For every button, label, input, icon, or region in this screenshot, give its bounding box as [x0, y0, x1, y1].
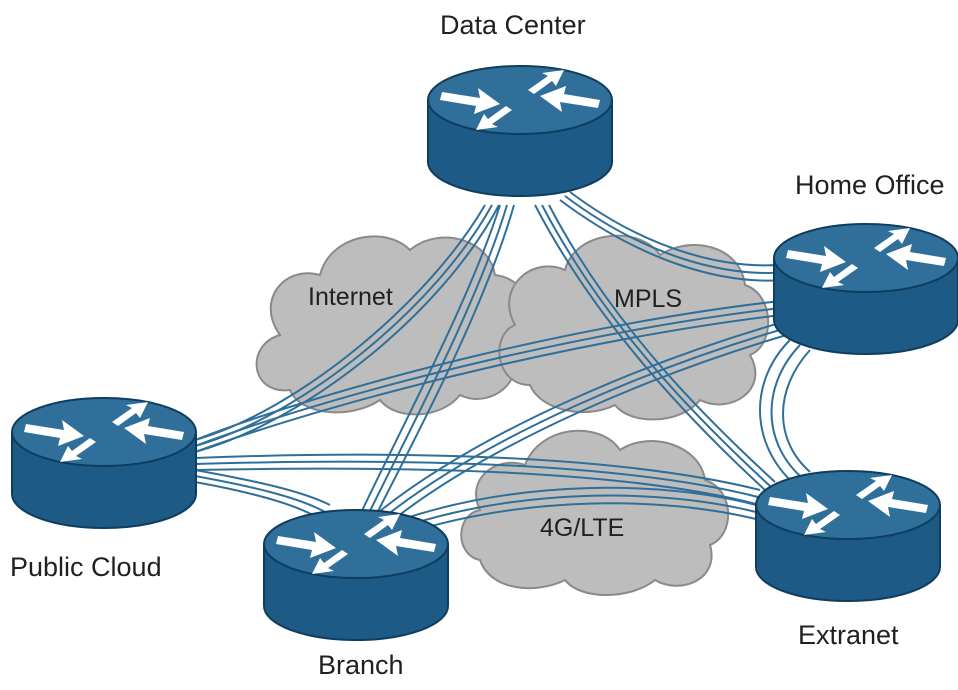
extranet-label: Extranet — [798, 620, 899, 650]
data-center-label: Data Center — [440, 10, 586, 40]
link-branch-homeoffice — [374, 319, 791, 524]
lte-cloud: 4G/LTE — [460, 429, 730, 596]
link-publiccloud-branch — [194, 469, 331, 520]
cloud-icon — [498, 234, 770, 421]
router-icon — [773, 223, 958, 355]
router-extranet — [755, 470, 941, 602]
router-icon — [427, 65, 613, 197]
public-cloud-label: Public Cloud — [10, 552, 162, 582]
branch-label: Branch — [318, 650, 404, 680]
router-icon — [755, 470, 941, 602]
internet-label: Internet — [308, 283, 393, 311]
mpls-cloud: MPLS — [498, 234, 770, 421]
link-publiccloud-extranet — [194, 453, 761, 505]
link-branch-extranet — [399, 486, 757, 535]
router-icon — [11, 397, 197, 529]
router-public-cloud — [11, 397, 197, 529]
link-datacenter-branch — [359, 204, 515, 520]
link-homeoffice-extranet — [759, 339, 811, 481]
link-publiccloud-homeoffice — [194, 299, 791, 453]
router-branch — [263, 509, 449, 641]
link-datacenter-homeoffice — [559, 191, 792, 282]
cloud-icon — [460, 429, 730, 596]
home-office-label: Home Office — [795, 170, 945, 200]
router-home-office — [773, 223, 958, 355]
links — [194, 191, 811, 535]
mpls-label: MPLS — [614, 285, 682, 313]
lte-label: 4G/LTE — [540, 514, 624, 542]
router-icon — [263, 509, 449, 641]
router-data-center — [427, 65, 613, 197]
